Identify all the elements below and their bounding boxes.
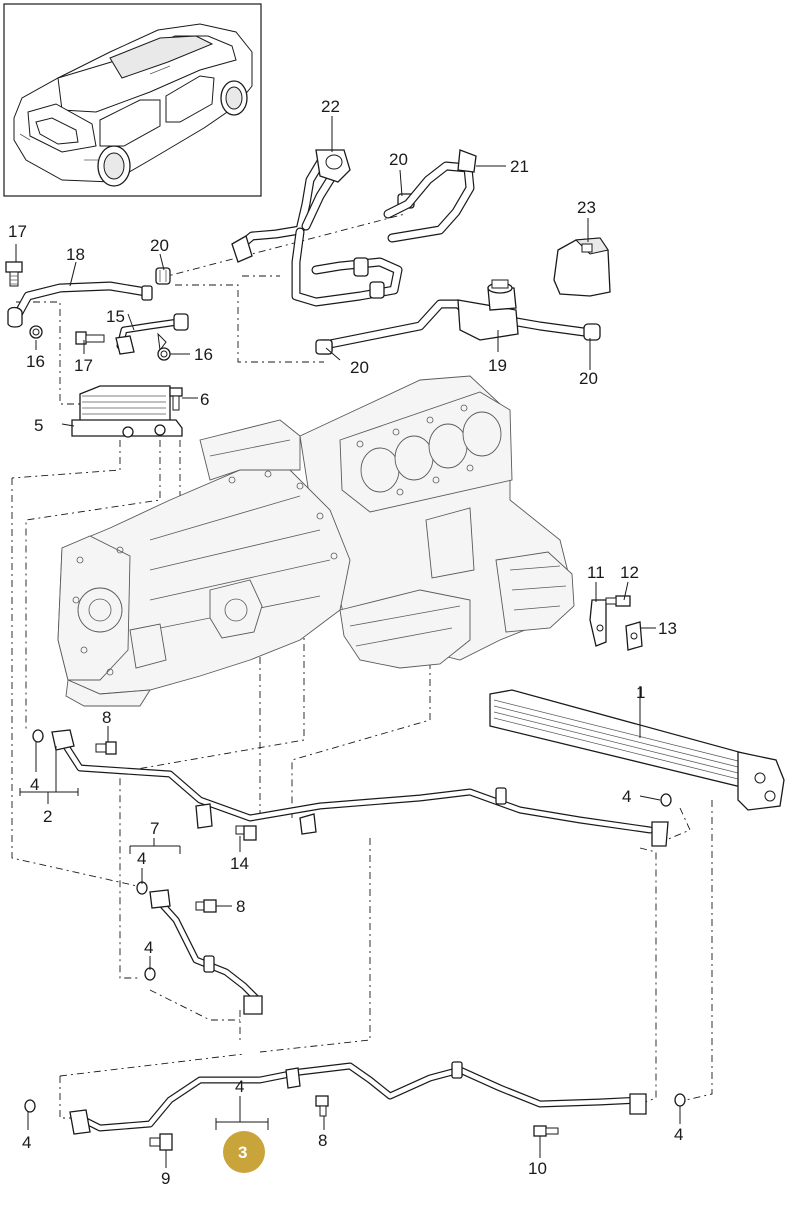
engine-transmission-assembly <box>57 375 575 707</box>
vehicle-thumbnail <box>3 3 262 197</box>
callout-4-d: 4 <box>144 938 153 957</box>
callout-19: 19 <box>488 356 507 375</box>
callout-16-b: 16 <box>194 345 213 364</box>
callout-15: 15 <box>106 307 125 326</box>
callout-4-g: 4 <box>674 1125 683 1144</box>
bolt-12 <box>605 595 631 607</box>
callout-8-b: 8 <box>236 897 245 916</box>
bracket-11 <box>589 599 607 647</box>
callout-4-f: 4 <box>235 1077 244 1096</box>
bolt-17-top <box>5 261 23 287</box>
bolt-14 <box>235 825 257 841</box>
callout-16-a: 16 <box>26 352 45 371</box>
pipe-7 <box>149 889 263 1015</box>
callout-11: 11 <box>587 563 605 582</box>
callout-4-e: 4 <box>22 1133 31 1152</box>
bolt-6 <box>169 387 183 411</box>
hose-18 <box>7 281 153 328</box>
bolt-9 <box>149 1133 173 1151</box>
clamp-20-d <box>583 323 601 341</box>
pipe-15 <box>115 313 189 355</box>
bolt-8-b <box>195 899 217 913</box>
callout-4-b: 4 <box>622 787 631 806</box>
hose-21 <box>383 149 477 243</box>
callout-2: 2 <box>43 807 52 826</box>
callout-17-b: 17 <box>74 356 93 375</box>
clip-13 <box>625 621 643 651</box>
hose-19 <box>317 279 589 355</box>
callout-4-c: 4 <box>137 849 146 868</box>
callout-5: 5 <box>34 416 43 435</box>
callout-20-c: 20 <box>350 358 369 377</box>
callout-14: 14 <box>230 854 249 873</box>
callout-leaders <box>15 116 681 1168</box>
callout-4-a: 4 <box>30 775 39 794</box>
bolt-10 <box>533 1125 559 1137</box>
bolt-8-c <box>315 1095 329 1117</box>
clamp-20-c <box>315 339 333 355</box>
oil-cooler-5 <box>71 385 183 438</box>
pipe-3 <box>69 1061 647 1135</box>
callout-3-badge <box>223 1131 265 1173</box>
callout-6: 6 <box>200 390 209 409</box>
callout-10: 10 <box>528 1159 547 1178</box>
callout-20-d: 20 <box>579 369 598 388</box>
cover-23 <box>553 237 611 297</box>
callout-8-a: 8 <box>102 708 111 727</box>
callout-labels: 17 18 20 16 17 15 16 5 6 22 20 21 23 19 … <box>8 97 683 1188</box>
callout-1: 1 <box>636 683 645 702</box>
cooler-1 <box>489 689 785 811</box>
pipe-2 <box>51 729 669 847</box>
callout-13: 13 <box>658 619 677 638</box>
seal-16-b <box>157 347 171 361</box>
bolt-17-b <box>75 331 105 345</box>
callout-18: 18 <box>66 245 85 264</box>
hose-22 <box>231 149 403 307</box>
callout-7: 7 <box>150 819 159 838</box>
callout-20-a: 20 <box>150 236 169 255</box>
callout-3: 3 <box>238 1143 247 1162</box>
callout-23: 23 <box>577 198 596 217</box>
callout-20-b: 20 <box>389 150 408 169</box>
clamp-20-a <box>155 267 171 285</box>
callout-9: 9 <box>161 1169 170 1188</box>
callout-21: 21 <box>510 157 529 176</box>
seal-4-set <box>24 729 686 1113</box>
callout-22: 22 <box>321 97 340 116</box>
callout-17-top: 17 <box>8 222 27 241</box>
seal-16-a <box>29 325 43 339</box>
bolt-8-a <box>95 741 117 755</box>
callout-8-c: 8 <box>318 1131 327 1150</box>
callout-12: 12 <box>620 563 639 582</box>
